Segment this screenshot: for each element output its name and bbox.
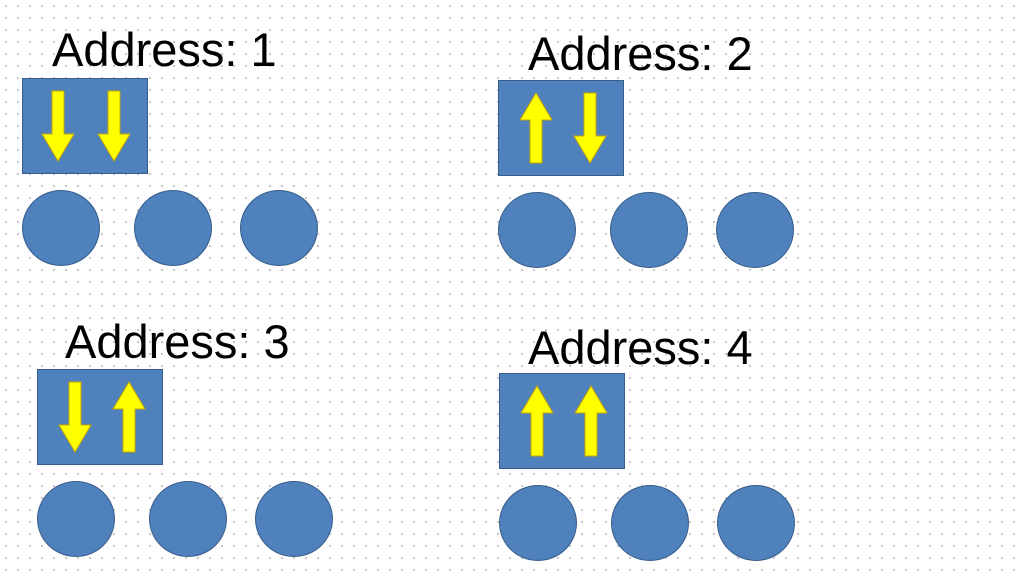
circle [498,192,576,268]
address-title: Address: 2 [528,27,753,80]
arrow-up-icon [574,385,608,457]
arrow-down-icon [97,90,131,162]
spin-box [498,80,624,176]
arrow-up-icon [519,92,553,164]
arrow-up-icon [520,385,554,457]
circle [717,485,795,561]
address-title: Address: 4 [528,321,753,374]
spin-box [22,78,148,174]
circle [240,190,318,266]
arrow-down-icon [573,92,607,164]
circle [255,481,333,557]
address-panel-1: Address: 1 [22,22,342,282]
circle [149,481,227,557]
arrow-down-icon [58,381,92,453]
arrow-up-icon [112,381,146,453]
spin-box [37,369,163,465]
circle [134,190,212,266]
circle [716,192,794,268]
address-panel-3: Address: 3 [37,314,357,574]
spin-box [499,373,625,469]
circle [610,192,688,268]
circle [37,481,115,557]
arrow-down-icon [41,90,75,162]
circle [22,190,100,266]
address-panel-4: Address: 4 [499,314,819,574]
circle [611,485,689,561]
address-title: Address: 3 [65,315,290,368]
circle [499,485,577,561]
address-title: Address: 1 [52,23,277,76]
address-panel-2: Address: 2 [498,22,818,282]
